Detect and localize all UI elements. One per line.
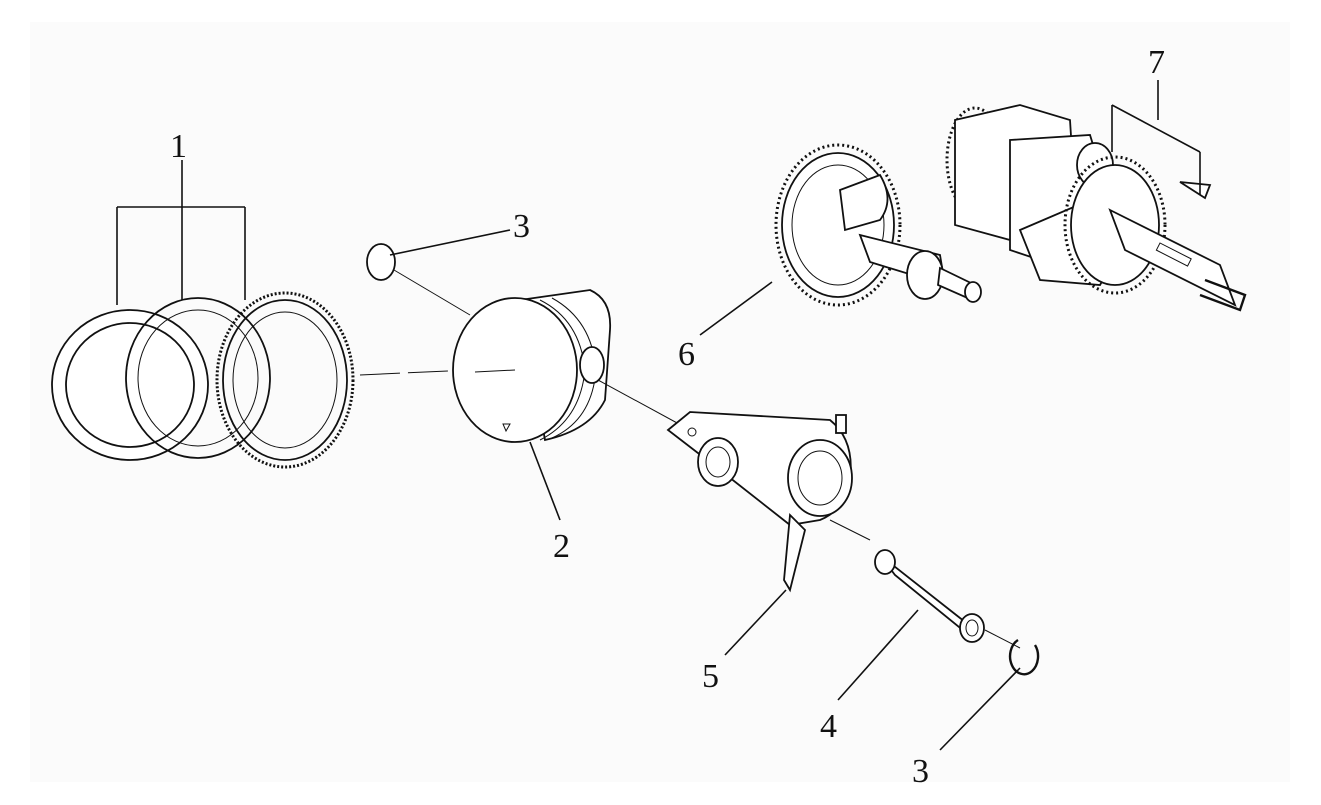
piston	[452, 289, 612, 443]
circlip-disk	[366, 243, 396, 281]
callout-1-leader	[116, 160, 246, 305]
cam-weight	[839, 173, 889, 232]
crank-key	[1179, 181, 1212, 200]
crank-keyway	[1155, 242, 1192, 267]
cam-gear-teeth	[774, 143, 902, 307]
cam-gear	[781, 152, 895, 298]
crank-thread	[1199, 278, 1247, 312]
callout-4-label: 4	[820, 708, 837, 745]
ring-inner-1	[65, 322, 195, 448]
callout-7-label: 7	[1148, 44, 1165, 81]
piston-arrow-mark	[502, 423, 511, 433]
callout-5-leader	[724, 589, 787, 656]
ring-outer-2	[125, 297, 271, 459]
connecting-rod	[666, 411, 853, 593]
callout-6-label: 6	[678, 336, 695, 373]
camshaft	[774, 143, 982, 307]
oil-dipper	[783, 513, 806, 593]
rod-small-end	[697, 437, 739, 487]
callout-1-label: 1	[170, 128, 187, 165]
callout-2-leader	[529, 441, 561, 521]
crank-output-shaft	[1108, 208, 1237, 307]
piston-pin-boss	[579, 346, 605, 384]
callout-4-leader	[837, 609, 919, 701]
cam-lobe	[906, 250, 944, 300]
circlip-axis-line	[393, 269, 471, 316]
rod-bolt	[835, 414, 847, 434]
crank-timing-gear-teeth	[1063, 155, 1167, 295]
callout-7-leader	[1111, 80, 1201, 195]
oil-ring-teeth	[215, 291, 355, 469]
ring-inner-2	[137, 309, 259, 447]
piston-pin	[874, 549, 985, 643]
callout-3b-leader	[939, 667, 1021, 751]
callout-6-leader	[699, 281, 773, 336]
circlip-ring	[1008, 638, 1040, 676]
callout-2-label: 2	[553, 528, 570, 565]
callout-3a-label: 3	[513, 208, 530, 245]
rod-axis-line	[829, 519, 871, 541]
pin-axis-line	[597, 379, 691, 431]
piston-rings	[51, 291, 355, 469]
callout-5-label: 5	[702, 658, 719, 695]
callout-3b-label: 3	[912, 753, 929, 790]
oil-ring-inner	[232, 311, 338, 449]
crankshaft	[945, 104, 1247, 312]
callout-3a-leader	[389, 229, 511, 256]
oil-ring-outer	[222, 299, 348, 461]
